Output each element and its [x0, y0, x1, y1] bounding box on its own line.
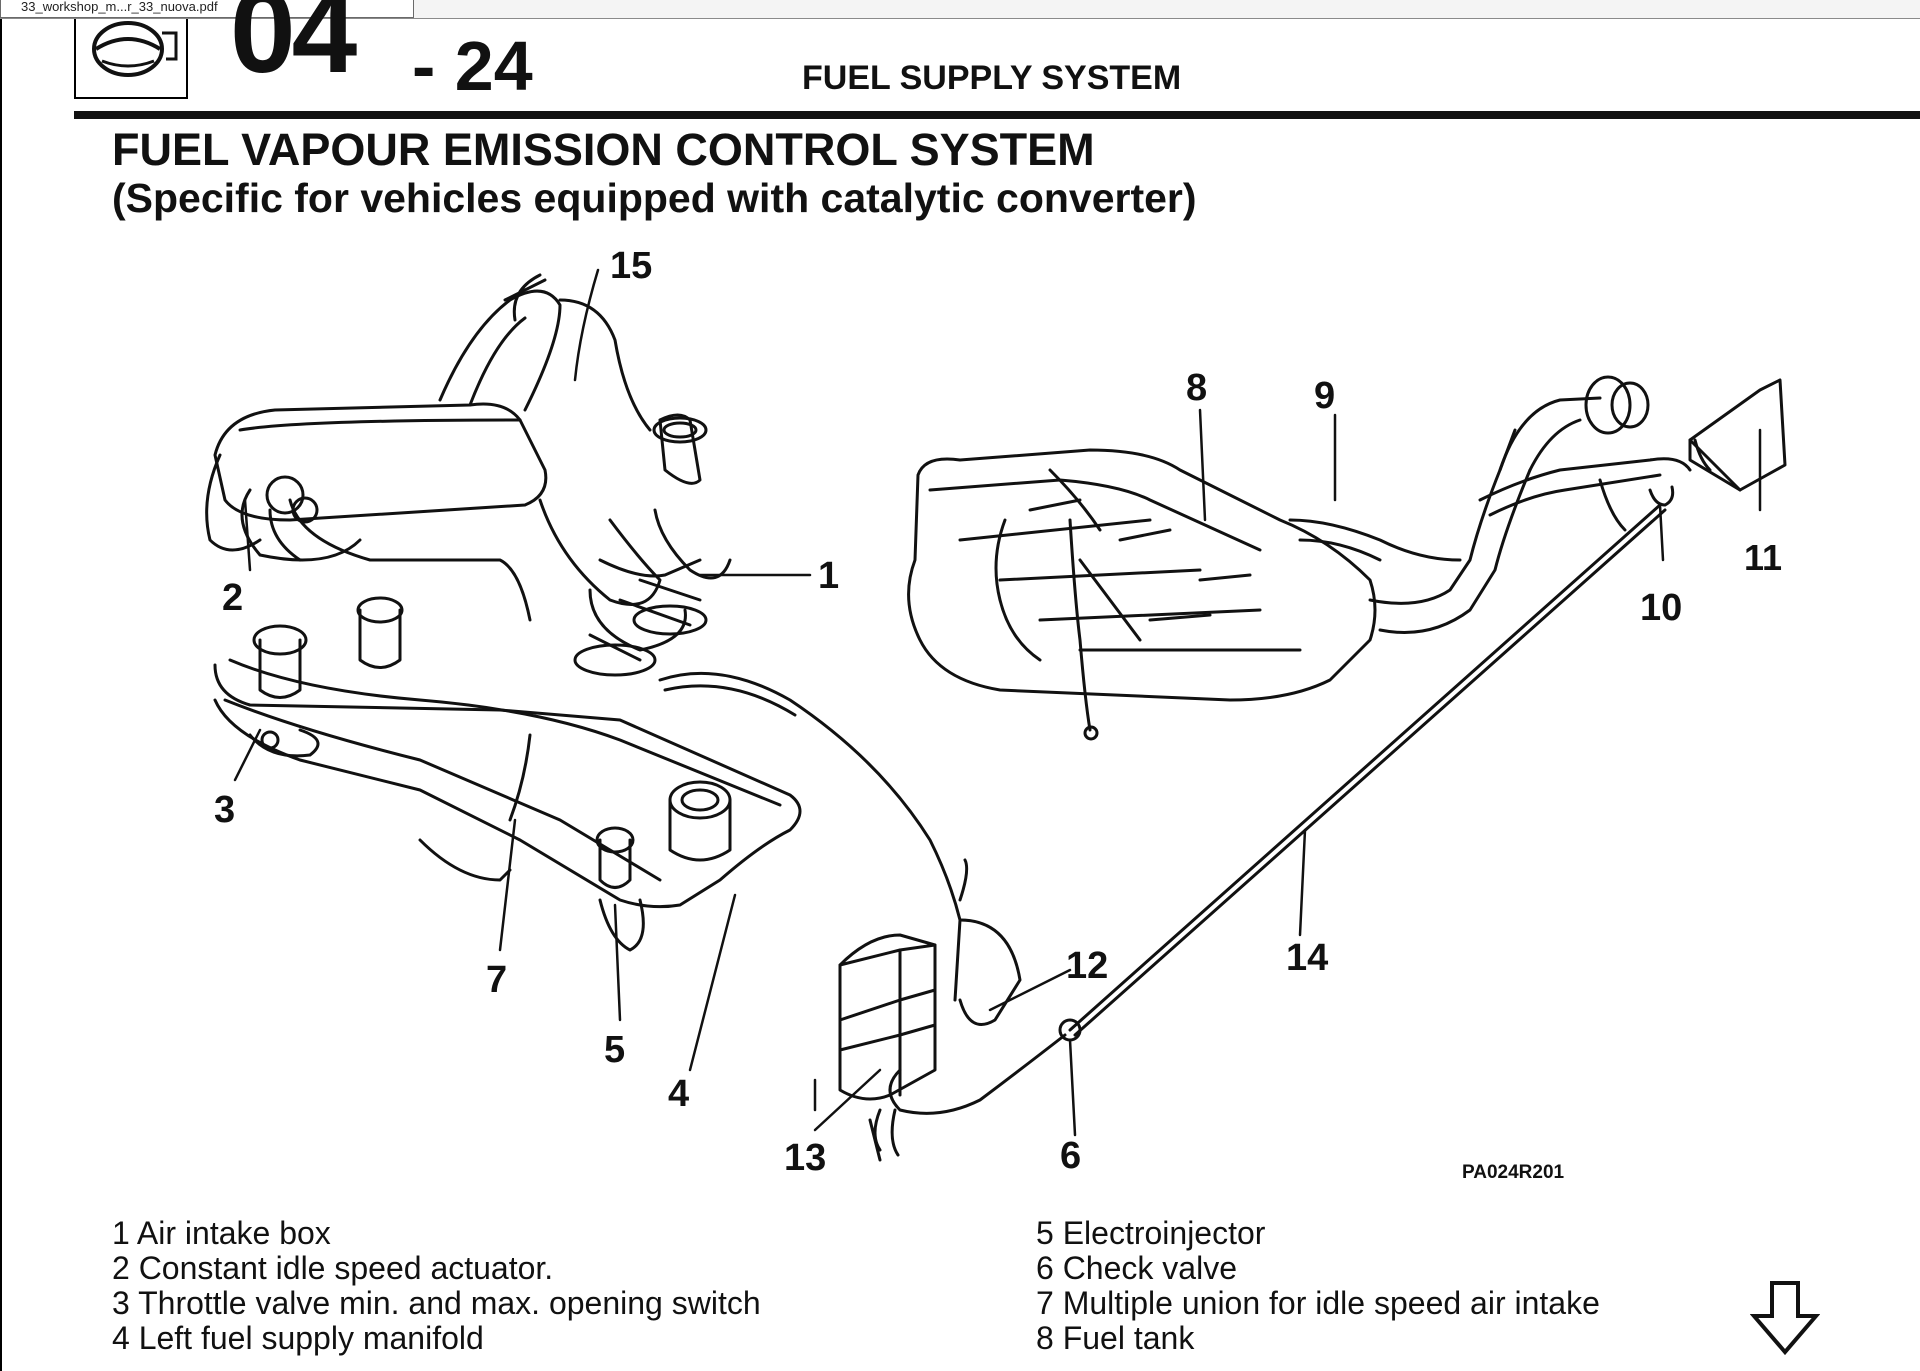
callout-7: 7: [486, 959, 507, 1001]
callout-9: 9: [1314, 375, 1335, 417]
callout-5: 5: [604, 1029, 625, 1071]
section-number: 04: [230, 0, 357, 98]
callout-2: 2: [222, 577, 243, 619]
page-number: - 24: [412, 27, 533, 105]
callout-12: 12: [1066, 945, 1108, 987]
fuel-tank-drawing: [888, 375, 1787, 1115]
figure-subtitle: (Specific for vehicles equipped with cat…: [112, 175, 1197, 221]
callout-8: 8: [1186, 367, 1207, 409]
document-tab-label: 33_workshop_m...r_33_nuova.pdf: [21, 0, 218, 14]
callout-3: 3: [214, 789, 235, 831]
callout-13: 13: [784, 1137, 826, 1179]
legend-left-column: 1 Air intake box 2 Constant idle speed a…: [112, 1216, 761, 1356]
legend-item: 3 Throttle valve min. and max. opening s…: [112, 1285, 761, 1321]
legend-item: 1 Air intake box: [112, 1215, 331, 1251]
page-header-title: FUEL SUPPLY SYSTEM: [802, 59, 1182, 97]
legend-right-column: 5 Electroinjector 6 Check valve 7 Multip…: [1036, 1216, 1600, 1356]
logo-box: [74, 19, 188, 99]
document-tab[interactable]: 33_workshop_m...r_33_nuova.pdf: [0, 0, 414, 18]
legend-item: 4 Left fuel supply manifold: [112, 1320, 484, 1356]
engine-drawing: [205, 273, 1022, 1026]
canister-drawing: [838, 933, 937, 1162]
callout-4: 4: [668, 1073, 689, 1115]
legend-item: 5 Electroinjector: [1036, 1215, 1266, 1251]
figure-reference-code: PA024R201: [1462, 1162, 1565, 1183]
viewer-tab-strip: 33_workshop_m...r_33_nuova.pdf: [0, 0, 1920, 19]
callout-15: 15: [610, 245, 652, 287]
figure-title: FUEL VAPOUR EMISSION CONTROL SYSTEM: [112, 124, 1095, 175]
callout-11: 11: [1744, 537, 1782, 578]
legend-item: 2 Constant idle speed actuator.: [112, 1250, 554, 1286]
arrow-down-icon[interactable]: [1750, 1280, 1820, 1356]
leader-lines: [233, 268, 1762, 1137]
legend-item: 7 Multiple union for idle speed air inta…: [1036, 1285, 1600, 1321]
header-rule: [74, 111, 1920, 119]
callout-10: 10: [1640, 587, 1682, 629]
alfa-romeo-badge-icon: [92, 21, 178, 77]
legend-item: 8 Fuel tank: [1036, 1320, 1195, 1356]
callout-14: 14: [1286, 937, 1328, 979]
callout-6: 6: [1060, 1135, 1081, 1177]
legend-item: 6 Check valve: [1036, 1250, 1237, 1286]
callout-1: 1: [818, 555, 839, 597]
